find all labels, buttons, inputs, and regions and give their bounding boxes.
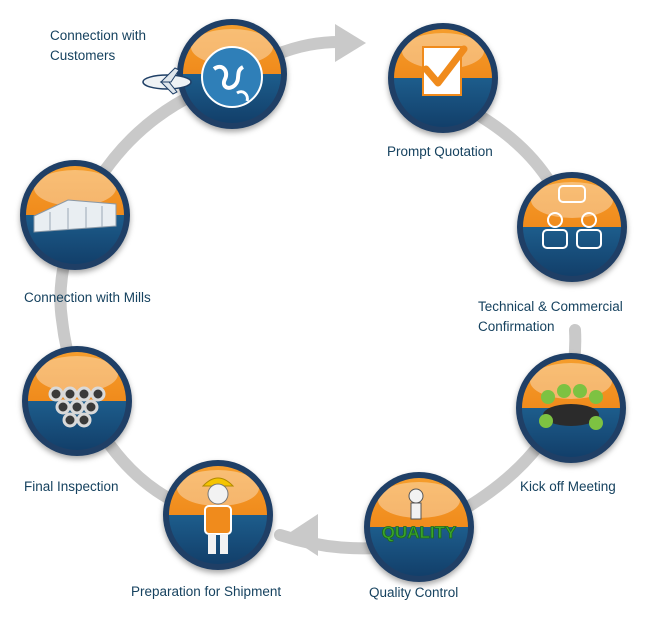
label-line-1: Technical & Commercial bbox=[478, 299, 623, 314]
step-connection-with-mills bbox=[20, 160, 130, 270]
worker-icon bbox=[201, 477, 235, 554]
arrow-head-top bbox=[335, 24, 366, 62]
airplane-icon bbox=[142, 67, 192, 95]
checkmark-icon bbox=[422, 45, 468, 96]
steel-pipes-icon bbox=[48, 386, 106, 428]
quality-inspector-icon: QUALITY bbox=[381, 488, 457, 542]
step-label-quality-control: Quality Control bbox=[369, 585, 459, 600]
step-quality-control: QUALITY bbox=[364, 472, 474, 582]
step-label-preparation-for-shipment: Preparation for Shipment bbox=[131, 584, 282, 599]
globe-icon bbox=[201, 46, 263, 108]
conference-table-icon bbox=[539, 384, 603, 430]
step-label-prompt-quotation: Prompt Quotation bbox=[387, 144, 493, 159]
step-prompt-quotation bbox=[388, 23, 498, 133]
factory-icon bbox=[33, 199, 117, 233]
label-line-2: Confirmation bbox=[478, 319, 555, 334]
step-technical-commercial-confirmation bbox=[517, 172, 627, 282]
step-label-kick-off-meeting: Kick off Meeting bbox=[520, 479, 616, 494]
step-label-connection-with-customers: Connection with Customers bbox=[50, 26, 146, 66]
label-line-1: Connection with bbox=[50, 28, 147, 43]
meeting-people-icon bbox=[542, 185, 602, 249]
step-label-technical-commercial-confirmation: Technical & Commercial Confirmation bbox=[478, 297, 623, 337]
step-connection-with-customers bbox=[177, 19, 287, 129]
arrow-head-bottom bbox=[286, 514, 318, 556]
step-preparation-for-shipment bbox=[163, 460, 273, 570]
step-kick-off-meeting bbox=[516, 353, 626, 463]
step-final-inspection bbox=[22, 346, 132, 456]
quality-word: QUALITY bbox=[382, 523, 457, 542]
step-label-final-inspection: Final Inspection bbox=[24, 479, 119, 494]
step-label-connection-with-mills: Connection with Mills bbox=[24, 290, 151, 305]
label-line-2: Customers bbox=[50, 48, 116, 63]
